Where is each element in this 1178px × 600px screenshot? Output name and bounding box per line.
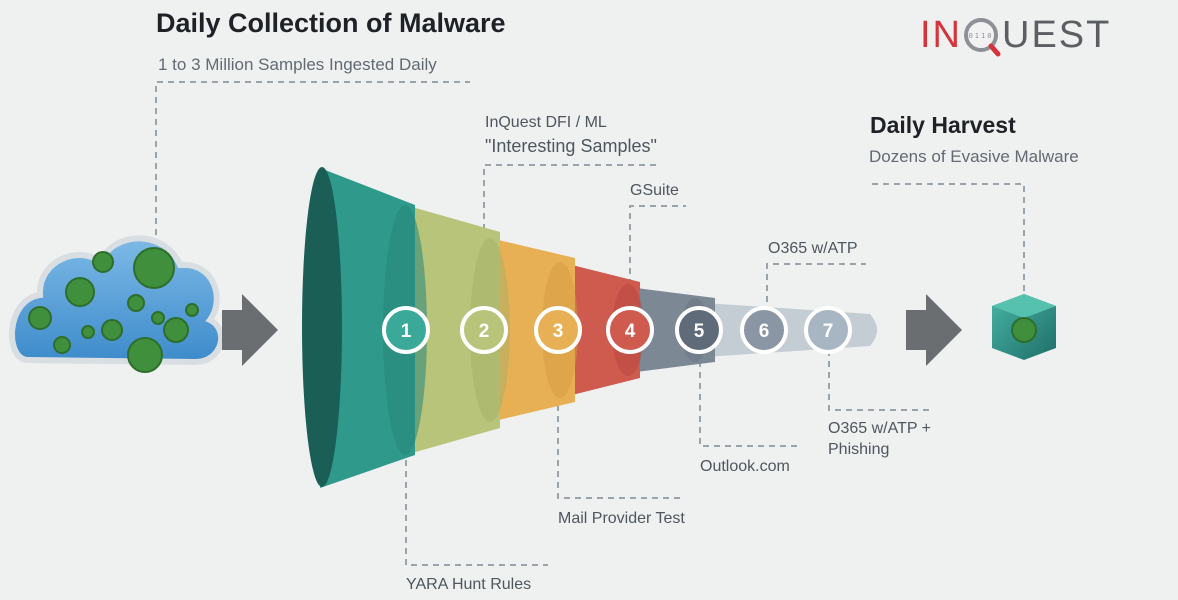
svg-text:0110: 0110 [969,32,994,40]
stage-number-5: 5 [694,321,705,342]
stage-label-6: O365 w/ATP [768,240,858,257]
logo-text-suffix: UEST [1002,14,1112,56]
stage-number-1: 1 [401,321,412,342]
stage-label-5: Outlook.com [700,458,790,475]
stage-label-7-line2: Phishing [828,441,890,458]
stage-marker-1: 1 [382,306,430,354]
stage-label-2: InQuest DFI / ML [485,114,607,131]
arrow-right-icon [222,294,278,366]
stage-marker-5: 5 [675,306,723,354]
harvest-subtitle: Dozens of Evasive Malware [869,147,1079,166]
stage-number-4: 4 [625,321,636,342]
stage-marker-4: 4 [606,306,654,354]
harvest-title: Daily Harvest [870,112,1016,138]
stage-marker-3: 3 [534,306,582,354]
logo-text-prefix: IN [920,14,962,56]
arrow-right-icon [906,294,962,366]
page-title: Daily Collection of Malware [156,8,506,38]
stage-marker-2: 2 [460,306,508,354]
cube-icon [992,294,1056,360]
inquest-logo: IN 0110 UEST [920,14,1111,58]
stage-label-4: GSuite [630,182,679,199]
stage-number-6: 6 [759,321,770,342]
stage-marker-7: 7 [804,306,852,354]
magnifier-icon: 0110 [962,14,1002,58]
page-subtitle: 1 to 3 Million Samples Ingested Daily [158,55,437,74]
stage-markers: 1 2 3 4 5 6 7 [382,306,852,354]
stage-number-2: 2 [479,321,490,342]
stage-label-3: Mail Provider Test [558,510,685,527]
virus-icon [28,247,199,373]
stage-number-7: 7 [823,321,834,342]
cloud-icon [9,235,225,366]
stage-marker-6: 6 [740,306,788,354]
stage-label-2-line2: "Interesting Samples" [485,136,657,156]
stage-label-7: O365 w/ATP + [828,420,932,437]
stage-label-1: YARA Hunt Rules [406,576,532,593]
stage-number-3: 3 [553,321,564,342]
